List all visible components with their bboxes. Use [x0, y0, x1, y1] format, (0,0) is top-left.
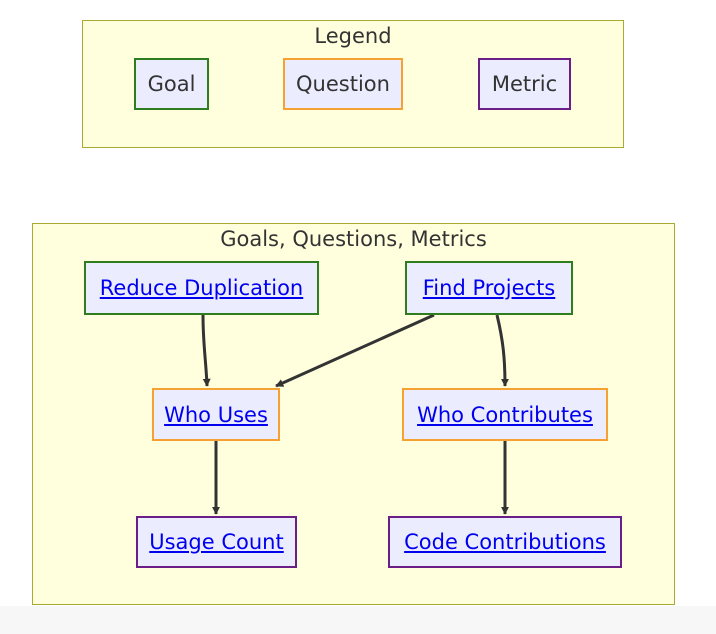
- legend-metric-label: Metric: [491, 72, 558, 96]
- legend-question-label: Question: [296, 72, 390, 96]
- legend-goal-node: Goal: [134, 58, 209, 110]
- question-node-who-contributes: Who Contributes: [402, 388, 608, 441]
- metric-link-code-contributions[interactable]: Code Contributions: [404, 530, 606, 554]
- metric-node-code-contributions: Code Contributions: [388, 516, 622, 568]
- legend-metric-node: Metric: [478, 58, 571, 110]
- metric-node-usage-count: Usage Count: [136, 516, 297, 568]
- gqm-title: Goals, Questions, Metrics: [220, 227, 487, 251]
- legend-goal-label: Goal: [147, 72, 196, 96]
- legend-question-node: Question: [283, 58, 403, 110]
- question-link-who-contributes[interactable]: Who Contributes: [417, 402, 593, 427]
- bottom-band: [0, 606, 716, 634]
- goal-node-reduce-duplication: Reduce Duplication: [84, 261, 319, 315]
- goal-link-find-projects[interactable]: Find Projects: [422, 276, 556, 300]
- metric-link-usage-count[interactable]: Usage Count: [149, 530, 284, 554]
- question-node-who-uses: Who Uses: [152, 388, 280, 441]
- legend-title: Legend: [314, 24, 392, 48]
- goal-link-reduce-duplication[interactable]: Reduce Duplication: [99, 276, 304, 300]
- question-link-who-uses[interactable]: Who Uses: [164, 402, 268, 427]
- goal-node-find-projects: Find Projects: [405, 261, 573, 315]
